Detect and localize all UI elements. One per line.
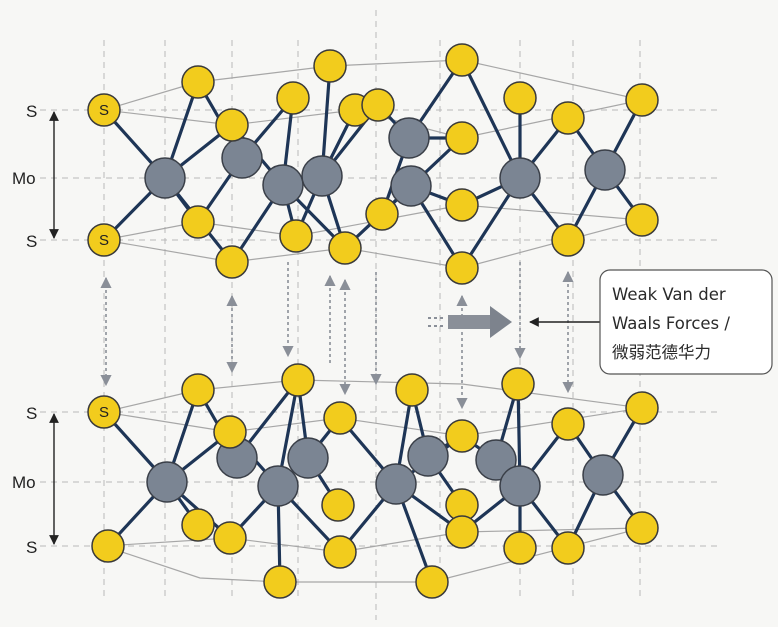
s-atom (625, 83, 659, 117)
top-layer-dimension: S Mo S (12, 102, 59, 251)
top-label-s-upper: S (26, 102, 37, 121)
s-atom (213, 415, 247, 449)
mo-atom (584, 149, 626, 191)
bottom-label-s-upper: S (26, 404, 37, 423)
callout-box: Weak Van der Waals Forces / 微弱范德华力 (599, 269, 773, 375)
mo-atom (388, 117, 430, 159)
s-atom (181, 205, 215, 239)
s-atom (281, 363, 315, 397)
s-atom (263, 565, 297, 599)
mo-atom (499, 157, 541, 199)
s-atom (445, 515, 479, 549)
sulfur-atoms (87, 43, 659, 599)
mo-atom (257, 465, 299, 507)
mo-atom (301, 155, 343, 197)
s-atom (365, 197, 399, 231)
atom-label-top-lower-s: S (99, 232, 109, 249)
mo-atom (146, 461, 188, 503)
s-atom (328, 231, 362, 265)
s-atom (503, 531, 537, 565)
s-atom (87, 223, 121, 257)
atom-label-bottom-upper-s: S (99, 404, 109, 421)
s-atom (181, 65, 215, 99)
callout-line-2: Waals Forces / (612, 314, 730, 333)
bottom-label-s-lower: S (26, 538, 37, 557)
s-atom (321, 488, 355, 522)
s-atom (181, 373, 215, 407)
force-pointer-arrow (428, 306, 512, 338)
bottom-layer-dimension: S Mo S (12, 404, 59, 557)
s-atom (279, 219, 313, 253)
mo-atom (144, 157, 186, 199)
s-atom (87, 93, 121, 127)
s-atom (551, 407, 585, 441)
lattice-outline (103, 59, 643, 583)
s-atom (625, 391, 659, 425)
mo-atom (221, 137, 263, 179)
s-atom (551, 531, 585, 565)
s-atom (213, 521, 247, 555)
mo-atom (582, 454, 624, 496)
s-atom (323, 535, 357, 569)
callout-line-3: 微弱范德华力 (612, 343, 711, 362)
s-atom (276, 81, 310, 115)
mo-atom (407, 435, 449, 477)
callout-line-1: Weak Van der (612, 285, 726, 304)
s-atom (395, 373, 429, 407)
s-atom (215, 245, 249, 279)
s-atom (625, 203, 659, 237)
mo-atom (390, 165, 432, 207)
atom-label-top-upper-s: S (99, 102, 109, 119)
mo-atom (499, 465, 541, 507)
s-atom (87, 395, 121, 429)
s-atom (501, 367, 535, 401)
mo-atom (475, 439, 517, 481)
s-atom (445, 121, 479, 155)
mo-atom (375, 463, 417, 505)
top-label-mo: Mo (12, 169, 36, 188)
bottom-label-mo: Mo (12, 473, 36, 492)
molybdenum-atoms (144, 117, 626, 507)
s-atom (323, 401, 357, 435)
interlayer-arrows (100, 262, 574, 410)
s-atom (445, 251, 479, 285)
s-atom (445, 188, 479, 222)
s-atom (625, 511, 659, 545)
s-atom (551, 223, 585, 257)
mo-atom (287, 437, 329, 479)
s-atom (361, 88, 395, 122)
s-atom (445, 43, 479, 77)
s-atom (313, 49, 347, 83)
s-atom (445, 419, 479, 453)
s-atom (551, 101, 585, 135)
s-atom (503, 81, 537, 115)
top-label-s-lower: S (26, 232, 37, 251)
s-atom (91, 529, 125, 563)
s-atom (181, 508, 215, 542)
s-atom (415, 565, 449, 599)
mo-atom (262, 164, 304, 206)
s-atom (215, 108, 249, 142)
